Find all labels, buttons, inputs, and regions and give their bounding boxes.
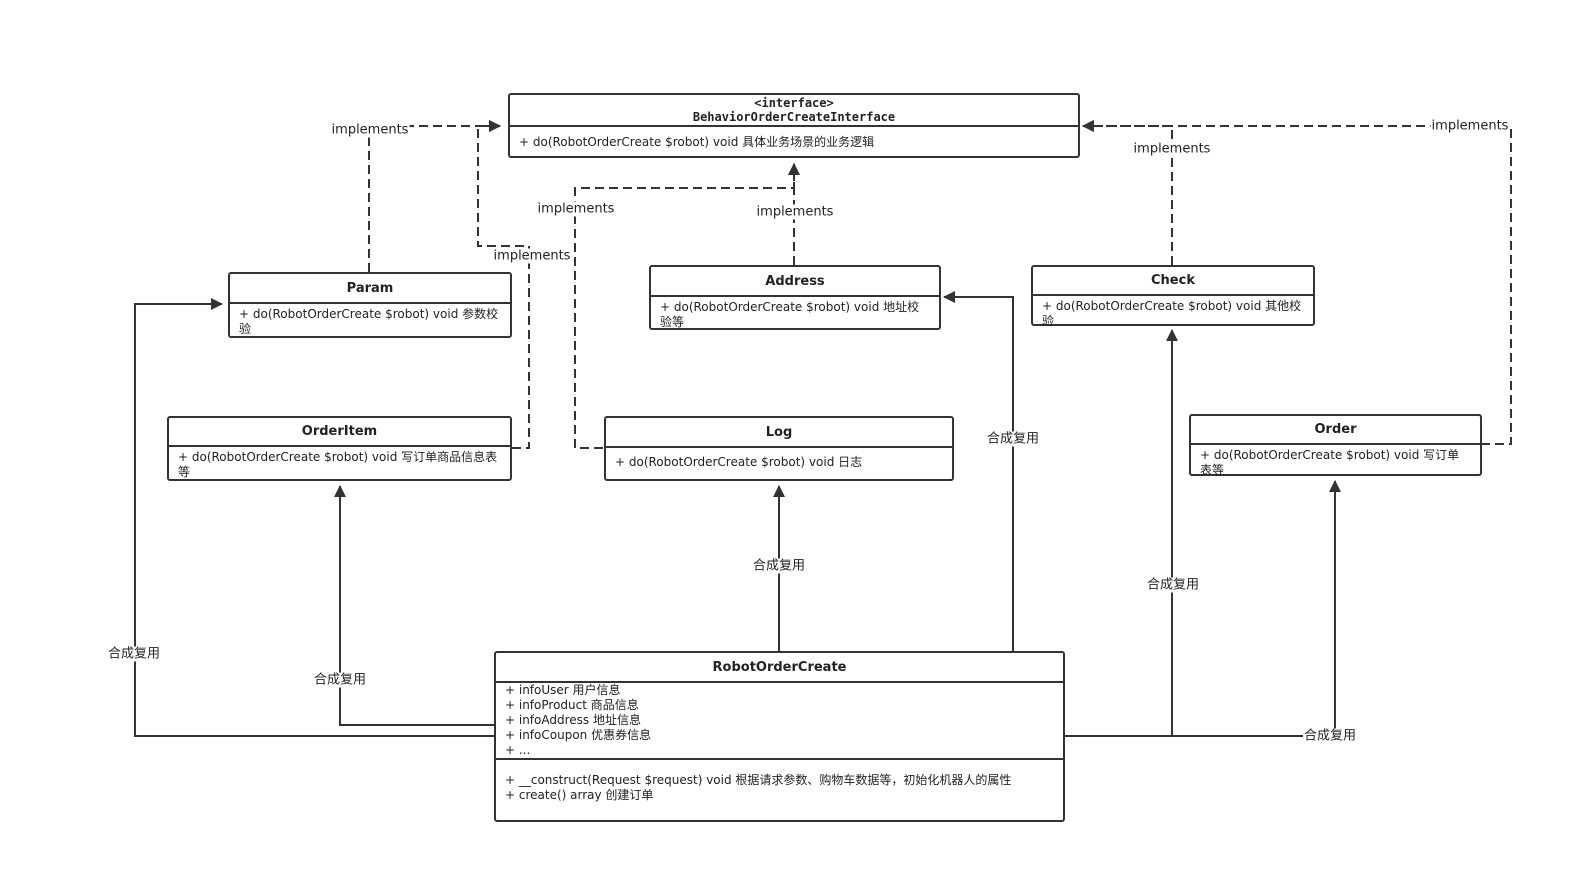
param-name: Param <box>346 280 394 296</box>
orderitem-title: OrderItem <box>169 418 510 447</box>
robot-attributes: + infoUser 用户信息 + infoProduct 商品信息 + inf… <box>496 683 1063 760</box>
order-implements-edge <box>1082 120 1512 445</box>
order-name: Order <box>1314 422 1357 437</box>
order-implements-label: implements <box>1430 118 1510 134</box>
robot-to-address-edge <box>943 291 1014 651</box>
param-methods: + do(RobotOrderCreate $robot) void 参数校验 <box>230 304 510 339</box>
order-methods: + do(RobotOrderCreate $robot) void 写订单表等 <box>1191 445 1480 480</box>
param-box: Param + do(RobotOrderCreate $robot) void… <box>228 272 512 338</box>
order-title: Order <box>1191 416 1480 445</box>
interface-stereotype: <interface> <box>754 96 834 110</box>
log-compose-label: 合成复用 <box>751 558 807 574</box>
param-title: Param <box>230 274 510 304</box>
robot-method: + __construct(Request $request) void 根据请… <box>505 773 1012 787</box>
check-box: Check + do(RobotOrderCreate $robot) void… <box>1031 265 1315 328</box>
log-methods: + do(RobotOrderCreate $robot) void 日志 <box>606 448 952 472</box>
robot-to-orderitem-edge <box>334 485 494 726</box>
log-title: Log <box>606 418 952 448</box>
interface-methods: + do(RobotOrderCreate $robot) void 具体业务场… <box>510 127 1078 152</box>
log-box: Log + do(RobotOrderCreate $robot) void 日… <box>604 416 954 481</box>
orderitem-name: OrderItem <box>301 424 378 439</box>
address-compose-label: 合成复用 <box>985 431 1041 447</box>
robot-attribute: + infoCoupon 优惠券信息 <box>505 728 652 742</box>
log-implements-label: implements <box>536 201 616 217</box>
orderitem-implements-edge <box>477 120 530 449</box>
check-implements-label: implements <box>1132 141 1212 157</box>
robot-attribute: + infoProduct 商品信息 <box>505 698 639 712</box>
address-box: Address + do(RobotOrderCreate $robot) vo… <box>649 265 941 330</box>
robot-to-check-edge <box>1065 329 1178 737</box>
interface-box: <interface> BehaviorOrderCreateInterface… <box>508 93 1080 158</box>
check-name: Check <box>1151 273 1195 288</box>
log-name: Log <box>765 424 793 440</box>
robot-title: RobotOrderCreate <box>496 653 1063 683</box>
log-method: + do(RobotOrderCreate $robot) void 日志 <box>615 455 863 469</box>
order-method: + do(RobotOrderCreate $robot) void 写订单表等 <box>1200 448 1460 477</box>
check-method: + do(RobotOrderCreate $robot) void 其他校验 <box>1042 299 1302 328</box>
robot-name: RobotOrderCreate <box>712 659 847 675</box>
address-methods: + do(RobotOrderCreate $robot) void 地址校验等 <box>651 297 939 332</box>
orderitem-compose-label: 合成复用 <box>312 672 368 688</box>
param-implements-edge <box>368 120 501 272</box>
interface-title: <interface> BehaviorOrderCreateInterface <box>510 95 1078 127</box>
order-compose-label: 合成复用 <box>1302 728 1358 744</box>
interface-name: BehaviorOrderCreateInterface <box>692 110 896 124</box>
robot-methods: + __construct(Request $request) void 根据请… <box>496 760 1063 805</box>
address-title: Address <box>651 267 939 297</box>
robot-attribute: + infoUser 用户信息 <box>505 683 621 697</box>
check-title: Check <box>1033 267 1313 296</box>
orderitem-box: OrderItem + do(RobotOrderCreate $robot) … <box>167 416 512 481</box>
address-method: + do(RobotOrderCreate $robot) void 地址校验等 <box>660 300 920 329</box>
address-name: Address <box>765 273 825 289</box>
param-implements-label: implements <box>330 122 410 138</box>
interface-method: + do(RobotOrderCreate $robot) void 具体业务场… <box>519 135 875 149</box>
robot-method: + create() array 创建订单 <box>505 788 654 802</box>
check-compose-label: 合成复用 <box>1145 577 1201 593</box>
orderitem-method: + do(RobotOrderCreate $robot) void 写订单商品… <box>178 450 498 479</box>
address-implements-label: implements <box>755 204 835 220</box>
robot-to-order-edge <box>1065 480 1341 737</box>
check-methods: + do(RobotOrderCreate $robot) void 其他校验 <box>1033 296 1313 331</box>
robot-attribute: + ... <box>505 743 531 757</box>
robot-to-param-edge <box>134 298 494 737</box>
orderitem-implements-label: implements <box>492 248 572 264</box>
order-box: Order + do(RobotOrderCreate $robot) void… <box>1189 414 1482 477</box>
robot-box: RobotOrderCreate + infoUser 用户信息 + infoP… <box>494 651 1065 822</box>
param-compose-label: 合成复用 <box>106 646 162 662</box>
log-implements-edge <box>574 163 800 449</box>
orderitem-methods: + do(RobotOrderCreate $robot) void 写订单商品… <box>169 447 510 482</box>
param-method: + do(RobotOrderCreate $robot) void 参数校验 <box>239 307 499 336</box>
robot-attribute: + infoAddress 地址信息 <box>505 713 641 727</box>
